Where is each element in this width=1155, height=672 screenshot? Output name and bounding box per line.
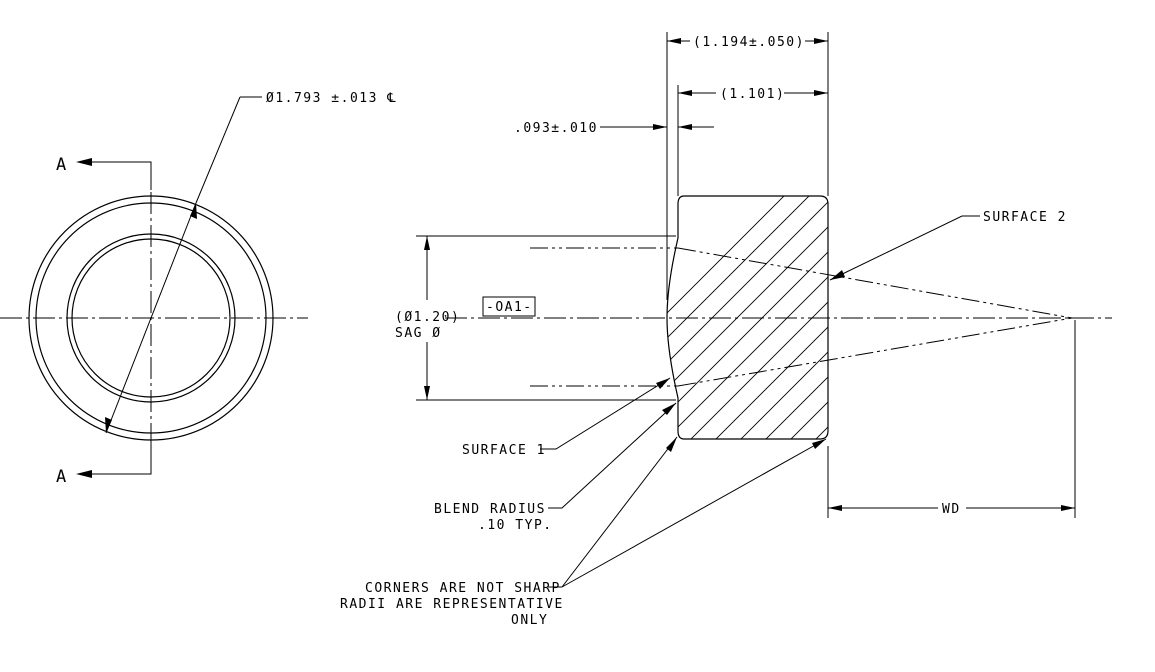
section-hatch [667,196,828,439]
surface-2-leader [829,215,980,281]
blend-radius-label-line1: BLEND RADIUS [434,502,546,517]
clear-aperture-inner-circle [71,238,231,398]
edge-offset-dimension [600,124,714,130]
edge-offset-label: .093±.010 [514,121,598,136]
center-thickness-label: (1.101) [720,87,785,102]
datum-label: -OA1- [486,300,533,315]
outer-diameter-circle [28,195,274,441]
sag-diameter-dimension [424,236,430,400]
chamfer-circle [35,202,267,434]
blend-radius-label-line2: .10 TYP. [478,518,553,533]
ray-lower-focus [677,317,1073,387]
lens-section-outline [666,195,829,440]
clear-aperture-outer-circle [66,233,236,403]
center-thickness-dimension [678,90,828,96]
corners-note-line1: CORNERS ARE NOT SHARP [365,581,561,596]
surface-1-label: SURFACE 1 [462,443,546,458]
working-distance-dimension [828,505,1075,511]
corners-note-line3: ONLY [511,613,548,628]
overall-thickness-label: (1.194±.050) [693,35,805,50]
sag-diameter-label-line1: (Ø1.20) [395,310,460,325]
diameter-dimension-line [105,96,262,434]
datum-box [482,296,536,317]
section-label-top: A [56,155,66,175]
ray-upper-focus [677,247,1073,319]
surface-1-leader [540,377,671,450]
diameter-callout: Ø1.793 ±.013 ℄ [266,91,397,106]
blend-radius-leader [548,402,677,509]
sag-diameter-label-line2: SAG Ø [395,326,442,341]
overall-thickness-dimension [667,38,828,44]
working-distance-label: WD [942,502,961,517]
corners-note-leaders [548,436,827,588]
surface-2-label: SURFACE 2 [983,210,1067,225]
front-view: A A Ø1.793 ±.013 ℄ [0,91,397,487]
section-marker-top [76,158,152,190]
section-label-bottom: A [56,467,66,487]
side-view: (1.194±.050) (1.101) .093±.010 (Ø1.20) S… [340,32,1112,628]
corners-note-line2: RADII ARE REPRESENTATIVE [340,597,564,612]
section-marker-bottom [76,445,152,478]
